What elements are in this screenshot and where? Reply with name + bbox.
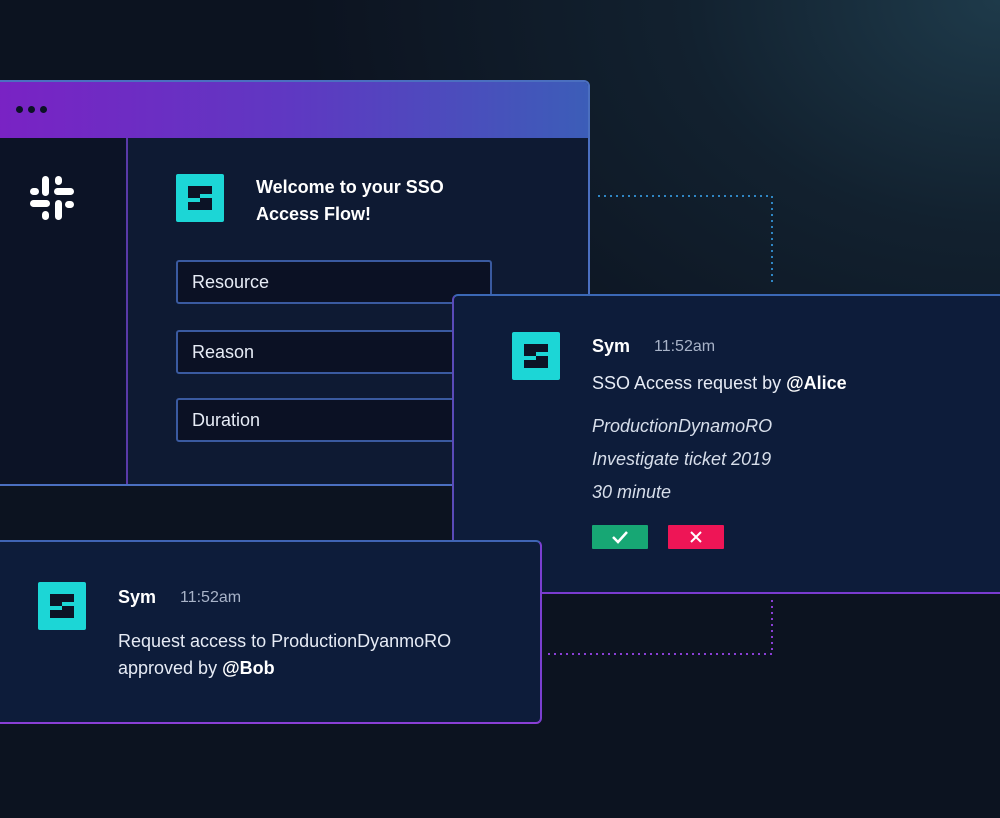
slack-window: Welcome to your SSO Access Flow! Resourc…	[0, 80, 590, 486]
approval-notification-card: Sym 11:52am Request access to Production…	[0, 540, 542, 724]
window-titlebar	[0, 82, 588, 138]
sidebar	[0, 138, 128, 484]
message-time: 11:52am	[180, 589, 242, 606]
sym-logo-icon	[176, 174, 224, 222]
check-icon	[612, 531, 628, 544]
message-time: 11:52am	[654, 338, 716, 355]
resource-field[interactable]: Resource	[176, 260, 492, 304]
connector-top	[598, 195, 773, 282]
slack-icon[interactable]	[28, 174, 76, 222]
reason-field[interactable]: Reason	[176, 330, 492, 374]
x-icon	[690, 531, 702, 543]
sym-logo-icon	[38, 582, 86, 630]
sender-name: Sym	[118, 587, 157, 607]
sym-logo-icon	[512, 332, 560, 380]
access-request-card: Sym 11:52am SSO Access request by @Alice…	[452, 294, 1000, 594]
form-panel: Welcome to your SSO Access Flow! Resourc…	[128, 138, 588, 484]
user-mention[interactable]: @Bob	[222, 658, 275, 678]
approval-message-prefix: approved by	[118, 658, 223, 678]
request-message: SSO Access request by @Alice	[592, 370, 847, 397]
deny-button[interactable]	[668, 525, 724, 549]
approval-message: Request access to ProductionDyanmoRO app…	[118, 628, 538, 682]
request-message-text: SSO Access request by	[592, 373, 787, 393]
welcome-title: Welcome to your SSO Access Flow!	[256, 177, 444, 224]
request-duration: 30 minute	[592, 482, 672, 502]
window-controls[interactable]	[16, 106, 47, 113]
approve-button[interactable]	[592, 525, 648, 549]
approval-message-line1: Request access to ProductionDyanmoRO	[118, 631, 452, 651]
request-resource: ProductionDynamoRO	[592, 416, 773, 436]
sender-name: Sym	[592, 336, 631, 356]
user-mention[interactable]: @Alice	[786, 373, 847, 393]
duration-field[interactable]: Duration	[176, 398, 492, 442]
connector-bottom	[548, 598, 773, 655]
request-reason: Investigate ticket 2019	[592, 449, 772, 469]
